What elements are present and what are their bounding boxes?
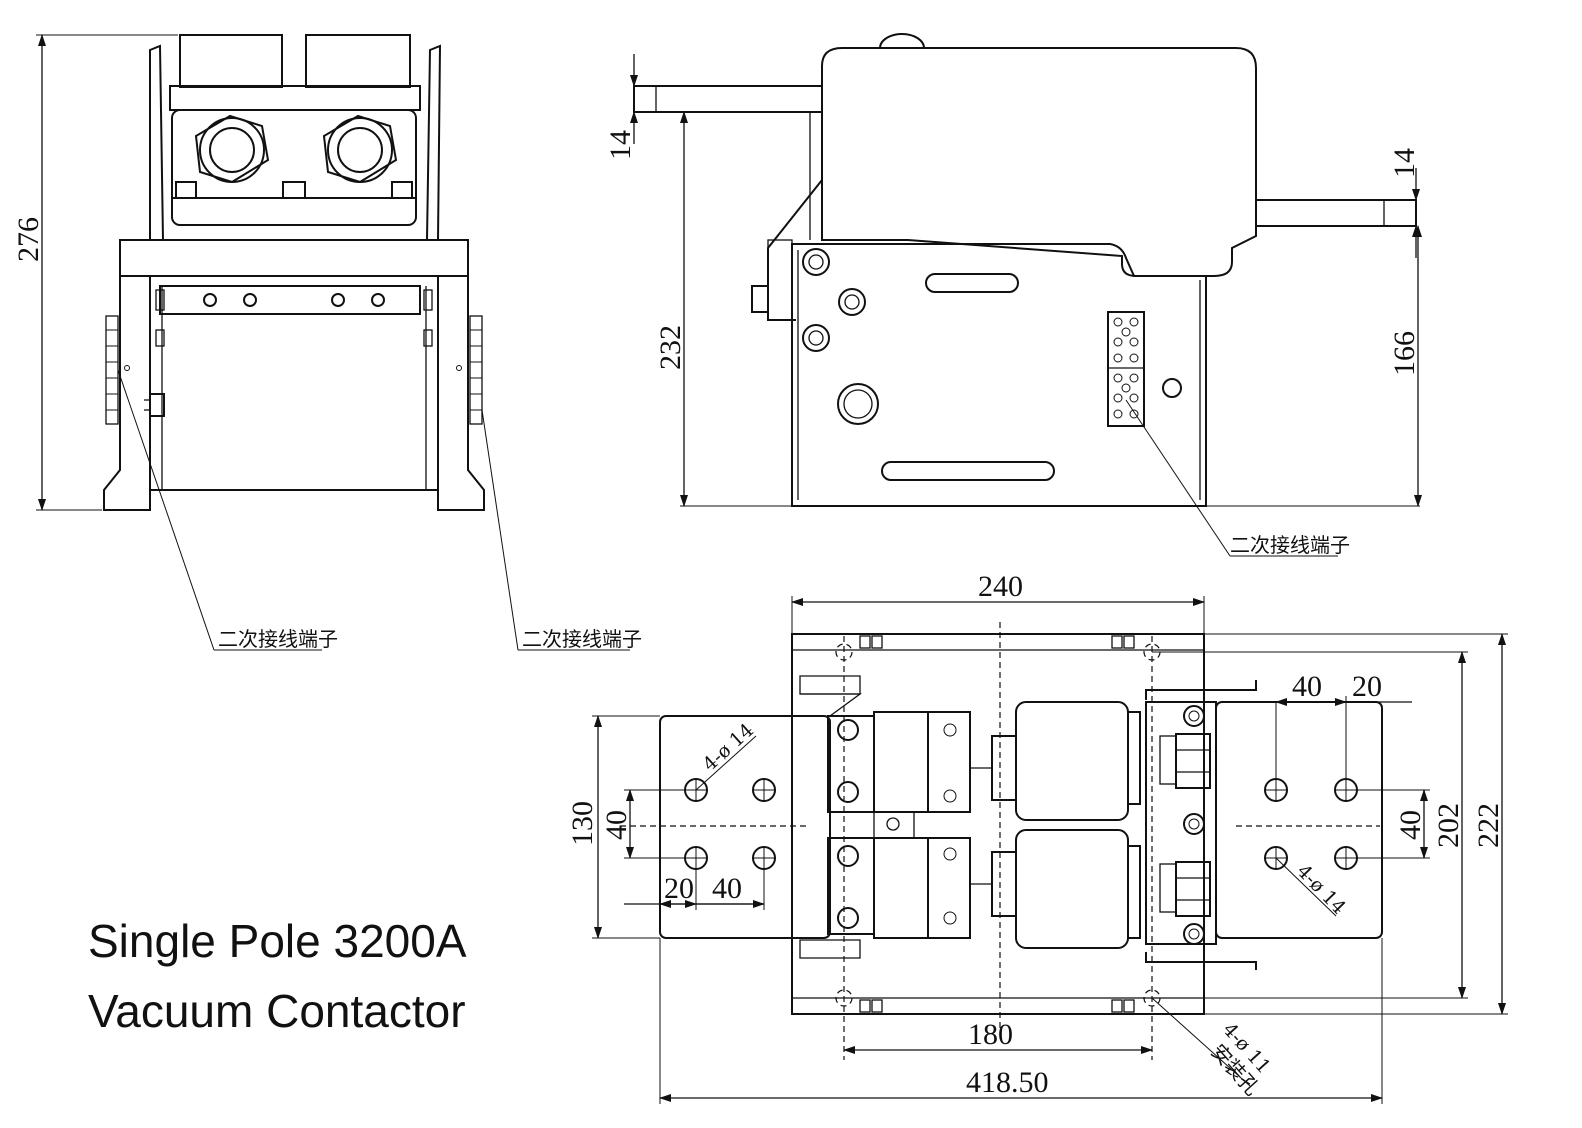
dim-right-spacing: 40 (1292, 670, 1322, 703)
terminal-strip-right (456, 315, 483, 425)
front-label-right: 二次接线端子 (522, 627, 642, 651)
side-terminal-block (1107, 311, 1145, 427)
top-view: 240 (566, 570, 1508, 1104)
dim-right-spacing-v: 40 (1394, 810, 1427, 840)
terminal-strip-left (105, 315, 130, 425)
vacuum-bottle-top (970, 701, 1141, 821)
title-line-1: Single Pole 3200A (88, 915, 467, 967)
left-bus-holes (684, 778, 776, 870)
dim-total-length: 418.50 (966, 1066, 1049, 1099)
dim-side-top: 14 (604, 130, 637, 160)
dim-left-height: 130 (566, 801, 599, 846)
dim-top-width: 240 (978, 570, 1023, 603)
dim-side-right: 14 (1388, 148, 1421, 178)
dim-outer-height: 222 (1472, 803, 1505, 848)
vacuum-bottle-bottom (970, 829, 1141, 949)
right-bus-holes (1264, 778, 1358, 870)
right-terminal-nuts (1145, 701, 1217, 945)
dim-left-edge: 20 (664, 872, 694, 905)
front-view: 276 二次接线端子 二次接线端子 (12, 34, 642, 651)
side-label: 二次接线端子 (1230, 533, 1350, 557)
dim-side-right-height: 166 (1388, 331, 1421, 376)
dim-bottom-spacing: 180 (968, 1018, 1013, 1051)
dim-side-height: 232 (654, 325, 687, 370)
dim-front-height: 276 (12, 217, 45, 262)
dim-left-spacing-h: 40 (712, 872, 742, 905)
terminal-bolt-right (322, 114, 398, 184)
dim-inner-height: 202 (1432, 803, 1465, 848)
dim-right-edge: 20 (1352, 670, 1382, 703)
side-view: 二次接线端子 14 232 14 166 (604, 33, 1422, 557)
dim-left-spacing-v: 40 (600, 810, 633, 840)
hole-callout-left: 4-ø 14 (699, 719, 758, 776)
terminal-bolt-left (194, 114, 270, 184)
front-label-left: 二次接线端子 (218, 627, 338, 651)
title-line-2: Vacuum Contactor (88, 985, 466, 1037)
